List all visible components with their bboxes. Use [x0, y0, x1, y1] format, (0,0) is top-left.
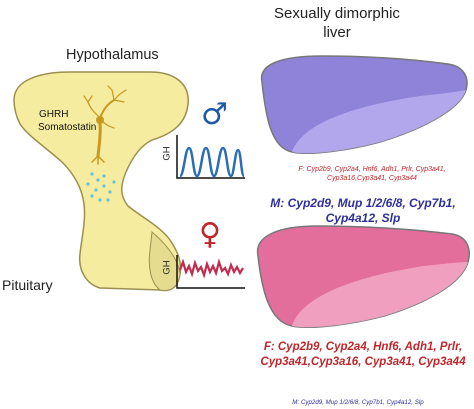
female-liver-female-genes: F: Cyp2b9, Cyp2a4, Hnf6, Adh1, Prlr, Cyp…	[260, 341, 466, 368]
pituitary-label: Pituitary	[2, 277, 53, 293]
female-gh-pulse-plot	[176, 255, 245, 289]
gh-granules	[86, 172, 116, 202]
liver-title: Sexually dimorphic liver	[274, 5, 400, 41]
female-symbol-icon: ♀	[199, 217, 221, 252]
ghrh-label: GHRH	[39, 109, 69, 120]
female-gh-axis-label: GH	[161, 260, 173, 275]
male-gh-pulse-line	[178, 146, 246, 178]
female-plot-axes	[176, 255, 245, 289]
male-liver-male-genes: M: Cyp2d9, Mup 1/2/6/8, Cyp7b1, Cyp4a12,…	[270, 196, 456, 225]
male-liver-female-genes: F: Cyp2b9, Cyp2a4, Hnf6, Adh1, Prlr, Cyp…	[298, 166, 446, 182]
male-gh-pulse-plot	[176, 135, 246, 179]
male-symbol-icon: ♂	[201, 97, 228, 132]
male-liver-icon	[260, 55, 468, 155]
male-plot-axes	[176, 135, 245, 179]
hypothalamus-pituitary-shape	[13, 71, 189, 292]
female-liver-male-genes: M: Cyp2d9, Mup 1/2/6/8, Cyp7b1, Cyp4a12,…	[292, 399, 424, 406]
female-gh-pulse-line	[178, 258, 244, 279]
female-liver-icon	[256, 225, 470, 329]
male-gh-axis-label: GH	[161, 146, 173, 161]
somatostatin-label: Somatostatin	[38, 122, 97, 133]
neuron-icon	[83, 85, 127, 165]
hypothalamus-title: Hypothalamus	[66, 47, 159, 63]
